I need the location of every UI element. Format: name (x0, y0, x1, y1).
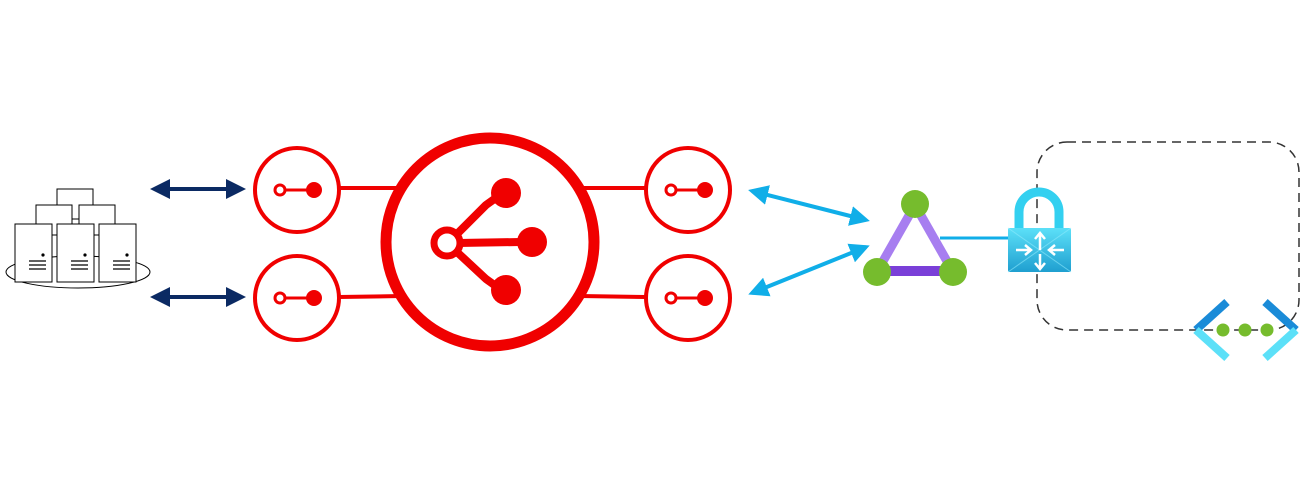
triangle-network-icon (863, 190, 967, 286)
server-icon (98, 223, 137, 283)
connector-arrow (748, 185, 870, 226)
lock-gateway-icon (1007, 187, 1072, 273)
network-boundary (1036, 141, 1300, 331)
connector-line (579, 294, 647, 299)
server-icon (56, 223, 95, 283)
connector-line (338, 294, 403, 299)
endpoint-icon (644, 254, 732, 342)
server-cluster-icon (5, 188, 151, 289)
endpoint-icon (644, 146, 732, 234)
endpoint-icon (253, 146, 341, 234)
vnet-icon (1193, 299, 1299, 361)
server-icon (14, 223, 53, 283)
branch-hub-icon (380, 132, 600, 352)
connector-arrow (748, 243, 870, 297)
endpoint-icon (253, 254, 341, 342)
